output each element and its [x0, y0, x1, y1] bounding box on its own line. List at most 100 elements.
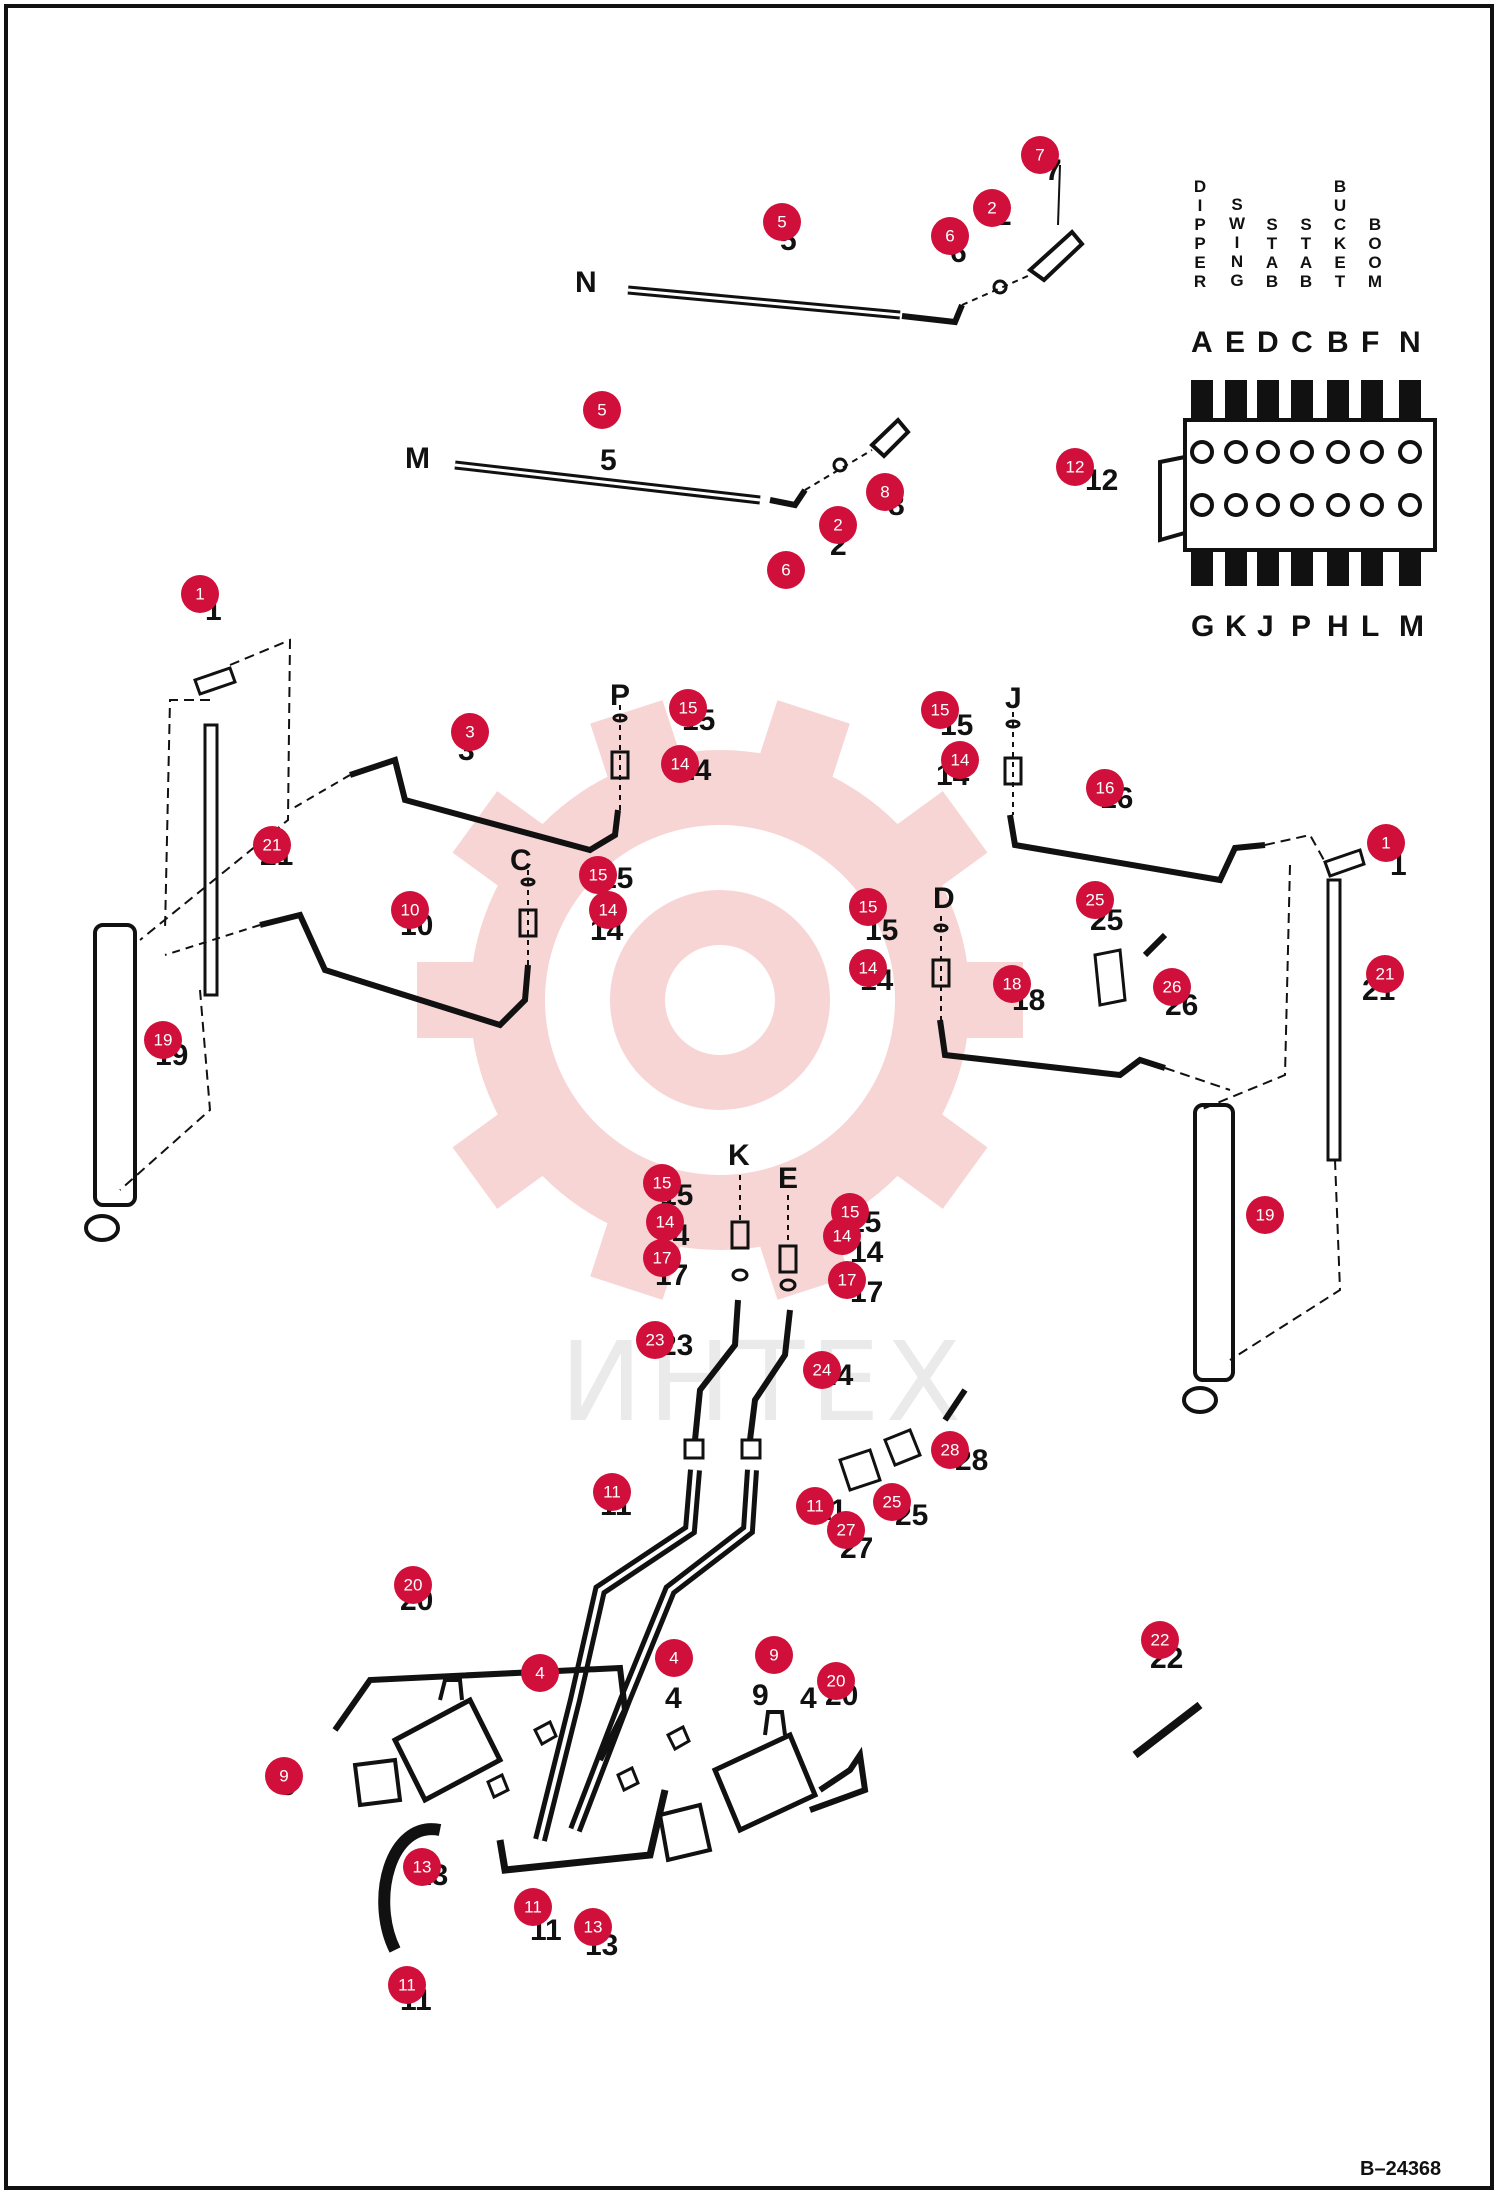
- o-ring-2a: [992, 279, 1008, 295]
- callout-marker: 15: [643, 1164, 681, 1202]
- callout-marker: 25: [873, 1483, 911, 1521]
- callout-number: 15: [931, 701, 950, 720]
- callout-number: 11: [806, 1497, 824, 1516]
- part-22: [1132, 1701, 1203, 1759]
- callout-marker: 7: [1021, 136, 1059, 174]
- callout-marker: 19: [144, 1021, 182, 1059]
- valve-spool-top: [1327, 380, 1349, 422]
- valve-spool-bottom: [1399, 548, 1421, 586]
- valve-port: [1398, 440, 1422, 464]
- callout-number: 28: [941, 1441, 960, 1460]
- valve-port: [1290, 493, 1314, 517]
- tube-23: [692, 1299, 741, 1441]
- callout-circle: [514, 1888, 552, 1926]
- callout-marker: 1: [181, 575, 219, 613]
- callout-number: 6: [781, 561, 790, 580]
- valve-port: [1256, 493, 1280, 517]
- callout-marker: 14: [823, 1217, 861, 1255]
- callout-circle: [1367, 824, 1405, 862]
- callout-circle: [181, 575, 219, 613]
- valve-port: [1256, 440, 1280, 464]
- callout-circle: [803, 1351, 841, 1389]
- callout-circle: [593, 1473, 631, 1511]
- callout-marker: 14: [589, 891, 627, 929]
- valve-spool-top: [1225, 380, 1247, 422]
- callout-marker: 13: [574, 1908, 612, 1946]
- callout-circle: [823, 1217, 861, 1255]
- callout-number: 10: [401, 901, 420, 920]
- callout-circle: [1153, 968, 1191, 1006]
- cylinder-right-eye: [1182, 1386, 1218, 1414]
- callout-circle: [1141, 1621, 1179, 1659]
- callout-number: 7: [1035, 146, 1044, 165]
- callout-number: 27: [837, 1521, 856, 1540]
- elbow-6b: [769, 488, 808, 509]
- callout-circle: [849, 949, 887, 987]
- callout-number: 15: [589, 866, 608, 885]
- o-ring-2b: [832, 457, 848, 473]
- valve-top-port-label: N: [1399, 326, 1421, 359]
- callout-number: 21: [1376, 965, 1395, 984]
- valve-bottom-port-label: G: [1191, 610, 1214, 643]
- border-frame: [4, 4, 1494, 2190]
- callout-marker: 11: [388, 1966, 426, 2004]
- tube-20-left: [332, 1664, 629, 1762]
- valve-spool-top: [1191, 380, 1213, 422]
- callout-marker: 16: [1086, 769, 1124, 807]
- dashed-right: [1164, 833, 1342, 1361]
- callout-circle: [265, 1757, 303, 1795]
- valve-bottom-port-label: P: [1291, 610, 1311, 643]
- callout-circle: [574, 1908, 612, 1946]
- callout-marker: 18: [993, 965, 1031, 1003]
- cylinder-right-barrel: [1193, 1103, 1235, 1382]
- hose-11-lower-left: [378, 1823, 442, 1953]
- callout-number: 15: [653, 1174, 672, 1193]
- callout-marker: 20: [817, 1662, 855, 1700]
- callout-circle: [661, 745, 699, 783]
- hose-n-inner: [627, 288, 901, 317]
- tube-18: [937, 1019, 1166, 1079]
- bushing-9-right: [657, 1802, 713, 1863]
- valve-bottom-port-label: M: [1399, 610, 1424, 643]
- port-letter-label: C: [510, 844, 532, 877]
- callout-marker: 6: [931, 217, 969, 255]
- callout-marker: 5: [583, 391, 621, 429]
- valve-port: [1190, 440, 1214, 464]
- watermark-text: ИНТЕХ: [560, 1318, 967, 1446]
- tube-24: [747, 1309, 793, 1441]
- callout-marker: 1: [1367, 824, 1405, 862]
- callout-number: 16: [1096, 779, 1115, 798]
- fitting-7: [1026, 229, 1085, 283]
- nut-23: [683, 1438, 705, 1460]
- callout-number: 5: [597, 401, 606, 420]
- callout-number: 2: [987, 199, 996, 218]
- callout-circle: [579, 856, 617, 894]
- swing-cylinder-left: [391, 1696, 504, 1804]
- callout-circle: [253, 826, 291, 864]
- valve-top-port-label: B: [1327, 326, 1349, 359]
- hose-m-inner: [454, 463, 761, 502]
- callout-number: 23: [646, 1331, 665, 1350]
- callout-number: 19: [1256, 1206, 1275, 1225]
- fitting-4-right: [666, 1724, 691, 1752]
- hose-11-lower-mid: [496, 1789, 669, 1874]
- callout-marker: 11: [796, 1487, 834, 1525]
- valve-spool-top: [1257, 380, 1279, 422]
- callout-marker: 6: [767, 551, 805, 589]
- valve-top-port-label: E: [1225, 326, 1245, 359]
- tube-20-right: [808, 1746, 869, 1813]
- valve-spool-bottom: [1361, 548, 1383, 586]
- callout-marker: 21: [253, 826, 291, 864]
- valve-top-port-label: C: [1291, 326, 1313, 359]
- valve-top-port-label: F: [1361, 326, 1379, 359]
- callout-number: 17: [653, 1249, 672, 1268]
- callout-marker: 12: [1056, 448, 1094, 486]
- dashed-left: [119, 638, 292, 1191]
- callout-number: 4: [535, 1664, 544, 1683]
- callout-number: 13: [413, 1858, 432, 1877]
- callout-circle: [931, 217, 969, 255]
- callout-circle: [1086, 769, 1124, 807]
- gear-logo-icon: [417, 700, 1023, 1300]
